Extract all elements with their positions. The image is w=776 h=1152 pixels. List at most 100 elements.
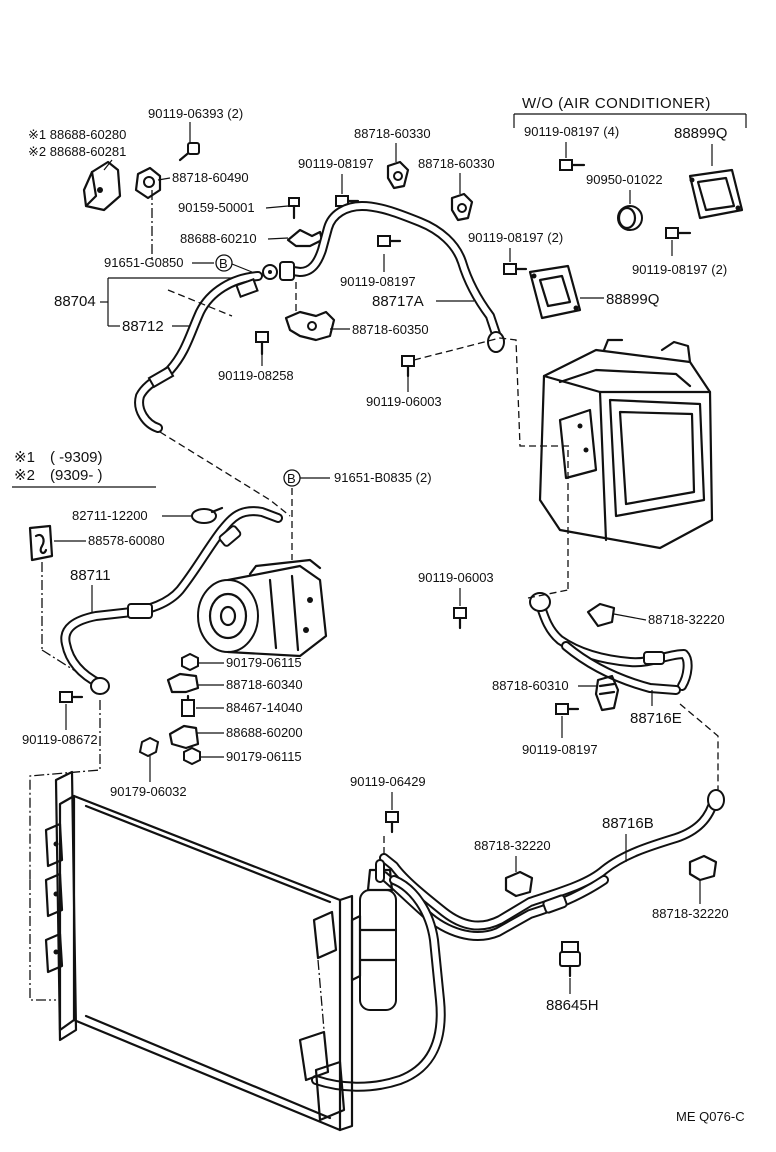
dash-88712-to-compressor — [159, 431, 291, 517]
tube-88717a — [279, 201, 505, 353]
label-88716b: 88716B — [602, 815, 654, 832]
label-88899q-a: 88899Q — [674, 125, 727, 142]
clamp-88718-32220-a — [586, 602, 616, 628]
label-90119-06003-b: 90119-06003 — [418, 570, 494, 585]
bracket-88718-60350 — [284, 310, 336, 342]
illustration-code: ME Q076-C — [676, 1109, 745, 1124]
marker-b-1 — [215, 254, 233, 272]
label-90119-08197-e: 90119-08197 — [522, 742, 598, 757]
label-91651-g0850: 91651-G0850 — [104, 255, 184, 270]
clamp-88718-60310 — [594, 674, 620, 712]
bolt-90119-06429 — [385, 811, 399, 834]
label-90119-08197-4: 90119-08197 (4) — [524, 124, 619, 139]
label-90119-08197-c2: 90119-08197 (2) — [468, 230, 563, 245]
dash-tube-e-to-b — [679, 703, 719, 800]
label-90179-06032: 90179-06032 — [110, 784, 187, 799]
label-90119-06393: 90119-06393 (2) — [148, 106, 243, 121]
label-88704: 88704 — [54, 293, 96, 310]
dash-88717a-to-evap — [413, 337, 572, 447]
tube-88716b — [379, 789, 725, 941]
nut-90179-06115-a — [181, 652, 199, 672]
legend-note1-range: ( -9309) — [50, 449, 103, 466]
clamp-88718-60330-b — [450, 192, 474, 222]
plug-90950-01022 — [617, 205, 643, 231]
leader-90159-50001 — [265, 205, 289, 209]
label-88718-60490: 88718-60490 — [172, 170, 249, 185]
seal-88578-60080 — [28, 524, 54, 562]
label-88712: 88712 — [122, 318, 164, 335]
label-91651-b0835: 91651-B0835 (2) — [334, 470, 432, 485]
receiver-drier — [350, 868, 398, 1011]
bolt-90119-08672 — [59, 691, 84, 703]
bracket-88688-60210 — [286, 228, 324, 248]
label-90179-06115-a: 90179-06115 — [226, 655, 302, 670]
label-90119-08197-a: 90119-08197 — [298, 156, 374, 171]
label-90119-06429: 90119-06429 — [350, 774, 426, 789]
dashdot-condenser-left — [29, 880, 56, 1001]
bolt-90119-08258 — [255, 331, 269, 356]
compressor — [197, 558, 328, 658]
label-88718-32220-c: 88718-32220 — [652, 906, 729, 921]
leader-88688-60280 — [103, 159, 113, 171]
dash-tube-e-top — [527, 589, 569, 599]
gasket-88899q-b — [528, 264, 582, 320]
label-88716e: 88716E — [630, 710, 682, 727]
clamp-88718-32220-c — [688, 854, 718, 882]
label-88688-60280: ※1 88688-60280 — [28, 127, 126, 142]
dashdot-hose-to-condenser — [29, 700, 101, 880]
clamp-88718-60330-a — [386, 160, 410, 190]
cover-plate-88899q-a — [688, 168, 744, 220]
label-88467-14040: 88467-14040 — [226, 700, 303, 715]
bolt-90119-08197-c2 — [503, 263, 528, 275]
label-90119-06003-a: 90119-06003 — [366, 394, 442, 409]
screw-90159-50001 — [288, 197, 300, 220]
clamp-88718-60340 — [166, 672, 200, 694]
bracket-88688-60280 — [82, 160, 122, 212]
label-88718-60330-b: 88718-60330 — [418, 156, 495, 171]
bolt-90119-08197-4 — [559, 159, 586, 171]
label-88688-60281: ※2 88688-60281 — [28, 144, 126, 159]
label-88645h: 88645H — [546, 997, 599, 1014]
discharge-hose-88711 — [60, 506, 283, 695]
label-90119-08197-d2: 90119-08197 (2) — [632, 262, 727, 277]
evaporator-unit — [538, 338, 714, 550]
label-88718-32220-a: 88718-32220 — [648, 612, 725, 627]
label-88899q-b: 88899Q — [606, 291, 659, 308]
cushion-88467-14040 — [181, 694, 195, 717]
legend-note2-mark: ※2 — [14, 467, 35, 484]
marker-b-2-letter: B — [287, 471, 296, 486]
label-88718-60330-a: 88718-60330 — [354, 126, 431, 141]
dashdot-condenser-right — [317, 959, 325, 1031]
bolt-90119-08197-b — [377, 235, 402, 247]
bolt-90119-06003-b — [453, 607, 467, 630]
bolt-90119-06003-a — [401, 355, 415, 378]
label-88718-60350: 88718-60350 — [352, 322, 429, 337]
legend-note1-mark: ※1 — [14, 449, 35, 466]
pressure-switch-88645h — [559, 941, 581, 978]
label-90119-08672: 90119-08672 — [22, 732, 98, 747]
dash-88704-to-hose — [167, 289, 233, 317]
label-88718-60310: 88718-60310 — [492, 678, 569, 693]
clamp-88718-60490 — [134, 166, 162, 200]
leader-b1-to-bolt — [231, 263, 253, 273]
label-88688-60210: 88688-60210 — [180, 231, 257, 246]
leader-88718-32220-a — [613, 613, 647, 621]
label-90159-50001: 90159-50001 — [178, 200, 255, 215]
bolt-90119-08197-e — [555, 703, 580, 715]
without-ac-header: W/O (AIR CONDITIONER) — [522, 95, 711, 112]
label-82711-12200: 82711-12200 — [72, 508, 148, 523]
marker-b-1-letter: B — [219, 256, 228, 271]
label-88718-32220-b: 88718-32220 — [474, 838, 551, 853]
dashdot-seal-to-hose — [41, 649, 97, 685]
suction-hose-88712 — [134, 264, 278, 433]
tube-88716e — [529, 592, 693, 695]
label-90119-08258: 90119-08258 — [218, 368, 294, 383]
label-88688-60200: 88688-60200 — [226, 725, 303, 740]
clip-82711-12200 — [191, 506, 224, 524]
condenser — [44, 770, 354, 1132]
label-88578-60080: 88578-60080 — [88, 533, 165, 548]
label-90179-06115-b: 90179-06115 — [226, 749, 302, 764]
bolt-90119-08197-d2 — [665, 227, 692, 239]
label-90119-08197-b: 90119-08197 — [340, 274, 416, 289]
